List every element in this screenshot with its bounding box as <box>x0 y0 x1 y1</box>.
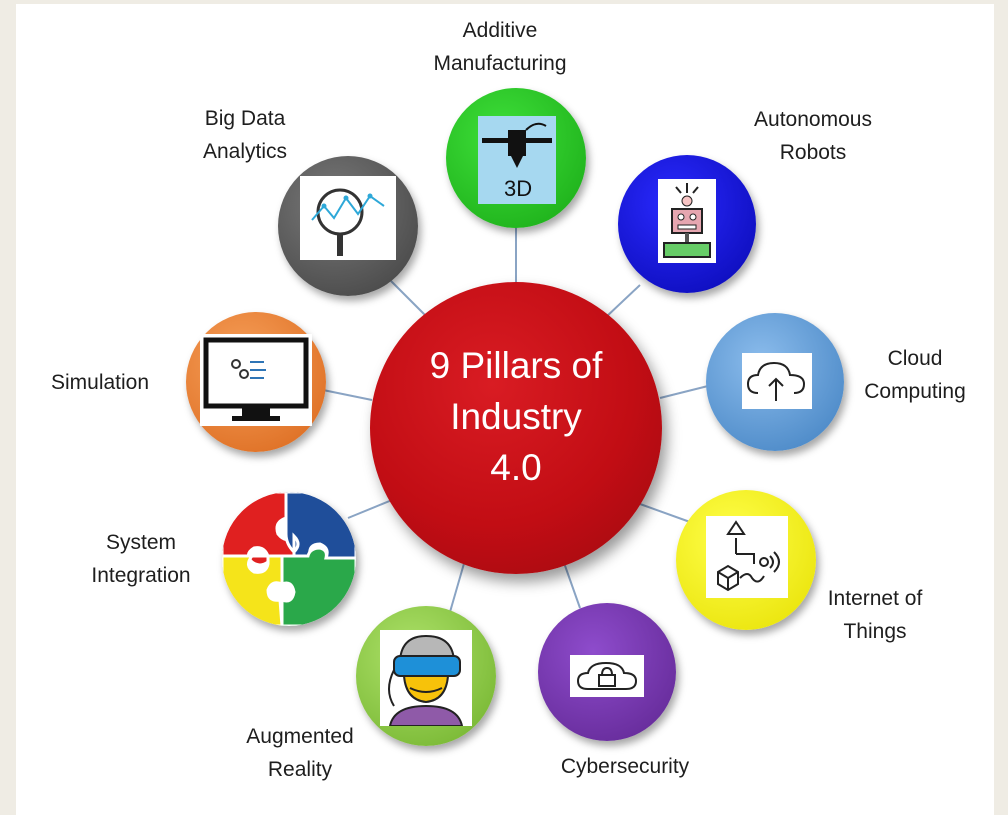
cybersecurity-node <box>538 603 676 741</box>
center-title-line2: Industry <box>450 396 582 437</box>
label-line: Augmented <box>246 725 354 748</box>
label-line: System <box>105 531 176 554</box>
big-data-analytics-node <box>278 156 418 296</box>
robot-icon <box>658 179 716 263</box>
monitor-icon <box>200 334 312 426</box>
autonomous-robots-label: Autonomous Robots <box>718 103 908 169</box>
augmented-reality-node <box>356 606 496 746</box>
label-line: Internet of <box>827 587 923 610</box>
label-line: Manufacturing <box>433 52 567 75</box>
label-line: Simulation <box>50 371 150 394</box>
cloud-computing-label: Cloud Computing <box>840 342 990 408</box>
cloud-computing-node <box>706 313 844 451</box>
augmented-reality-label: Augmented Reality <box>220 720 380 786</box>
additive-manufacturing-node: 3D <box>446 88 586 228</box>
label-line: Autonomous <box>754 108 872 131</box>
connector-ar <box>449 559 466 613</box>
system-integration-label: System Integration <box>66 526 216 592</box>
center-title: 9 Pillars of Industry 4.0 <box>386 340 646 493</box>
label-line: Big Data <box>204 107 286 130</box>
label-line: Cybersecurity <box>560 755 690 778</box>
system-integration-node <box>222 492 356 626</box>
connector-bigdata <box>384 274 426 316</box>
label-line: Additive <box>462 19 538 42</box>
3d-printer-icon: 3D <box>478 116 556 204</box>
cloud-upload-icon <box>742 353 812 409</box>
internet-of-things-node <box>676 490 816 630</box>
label-line: Analytics <box>202 140 288 163</box>
simulation-label: Simulation <box>30 366 170 399</box>
label-line: Computing <box>864 380 966 403</box>
label-line: Reality <box>267 758 333 781</box>
puzzle-icon <box>222 492 356 626</box>
iot-network-icon <box>706 516 788 598</box>
center-title-line1: 9 Pillars of <box>429 345 603 386</box>
label-line: Integration <box>91 564 191 587</box>
connector-simulation <box>322 389 373 401</box>
label-line: Robots <box>779 141 847 164</box>
autonomous-robots-node <box>618 155 756 293</box>
vr-headset-icon <box>380 630 472 726</box>
connector-robots <box>604 284 641 319</box>
label-line: Cloud <box>887 347 943 370</box>
additive-manufacturing-label: Additive Manufacturing <box>400 14 600 80</box>
cybersecurity-label: Cybersecurity <box>530 750 720 783</box>
center-title-line3: 4.0 <box>490 447 542 488</box>
connector-cloud <box>659 384 713 399</box>
connector-integration <box>347 499 393 519</box>
cloud-lock-icon <box>570 655 644 697</box>
label-line: Things <box>843 620 907 643</box>
big-data-analytics-label: Big Data Analytics <box>170 102 320 168</box>
magnifier-chart-icon <box>300 176 396 260</box>
center-circle <box>370 282 662 574</box>
simulation-node <box>186 312 326 452</box>
internet-of-things-label: Internet of Things <box>800 582 950 648</box>
connector-cyber <box>562 559 581 609</box>
svg-text:3D: 3D <box>504 176 532 201</box>
connector-iot <box>639 503 691 523</box>
